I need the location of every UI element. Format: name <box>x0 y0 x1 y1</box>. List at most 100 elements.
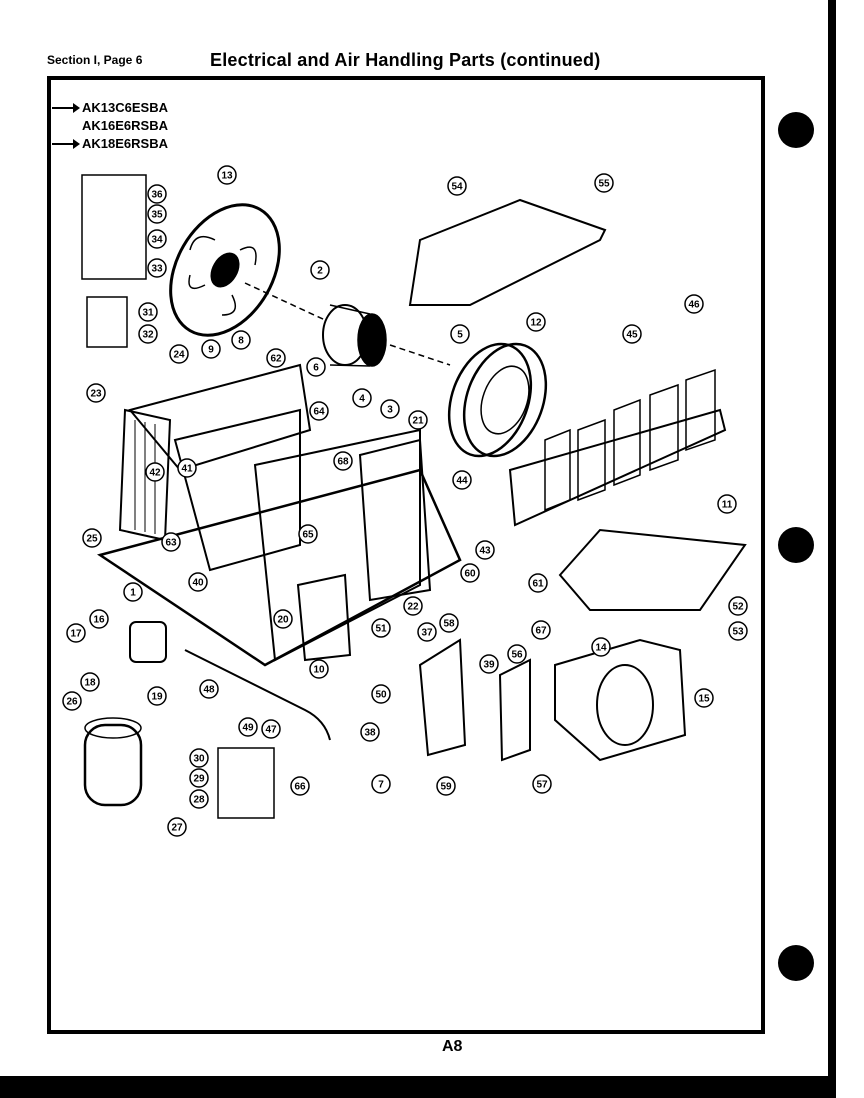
callout-53: 53 <box>728 621 748 641</box>
callout-36: 36 <box>147 184 167 204</box>
callout-circle <box>66 623 86 643</box>
callout-circle <box>417 622 437 642</box>
callout-circle <box>199 679 219 699</box>
callout-circle <box>728 621 748 641</box>
callout-51: 51 <box>371 618 391 638</box>
callout-circle <box>436 776 456 796</box>
callout-68: 68 <box>333 451 353 471</box>
callout-circle <box>201 339 221 359</box>
callout-circle <box>261 719 281 739</box>
callout-number: 32 <box>142 330 154 341</box>
callout-33: 33 <box>147 258 167 278</box>
callout-28: 28 <box>189 789 209 809</box>
callout-49: 49 <box>238 717 258 737</box>
callout-circle <box>298 524 318 544</box>
capacitor <box>129 621 167 663</box>
callout-number: 11 <box>722 500 733 511</box>
fan-motor <box>322 304 387 367</box>
callout-37: 37 <box>417 622 437 642</box>
callout-circle <box>403 596 423 616</box>
model-row: AK18E6RSBA <box>52 136 168 154</box>
callout-number: 25 <box>86 534 98 545</box>
baffle-assembly <box>508 368 727 527</box>
callout-number: 31 <box>142 308 154 319</box>
callout-50: 50 <box>371 684 391 704</box>
callout-number: 21 <box>412 416 424 427</box>
top-panel <box>408 198 607 306</box>
model-row: AK13C6ESBA <box>52 100 168 118</box>
callout-42: 42 <box>145 462 165 482</box>
callout-number: 46 <box>688 300 700 311</box>
callout-number: 51 <box>375 624 387 635</box>
callout-number: 6 <box>313 363 319 374</box>
page-title: Electrical and Air Handling Parts (conti… <box>210 50 601 70</box>
blower-housing <box>554 638 687 762</box>
callout-circle <box>532 774 552 794</box>
callout-25: 25 <box>82 528 102 548</box>
chassis <box>97 363 462 667</box>
callout-number: 8 <box>238 336 244 347</box>
callout-43: 43 <box>475 540 495 560</box>
callout-35: 35 <box>147 204 167 224</box>
callout-number: 42 <box>149 468 161 479</box>
callout-circle <box>380 399 400 419</box>
callout-number: 20 <box>277 615 289 626</box>
callout-24: 24 <box>169 344 189 364</box>
callout-circle <box>360 722 380 742</box>
callout-number: 43 <box>479 546 491 557</box>
callout-22: 22 <box>403 596 423 616</box>
callout-27: 27 <box>167 817 187 837</box>
callout-circle <box>86 383 106 403</box>
callout-60: 60 <box>460 563 480 583</box>
callout-number: 35 <box>151 210 163 221</box>
callout-circle <box>447 176 467 196</box>
callout-circle <box>145 462 165 482</box>
callout-number: 59 <box>440 782 452 793</box>
callout-number: 4 <box>359 394 365 405</box>
callout-number: 48 <box>203 685 215 696</box>
callout-number: 40 <box>192 578 204 589</box>
callout-circle <box>231 330 251 350</box>
callout-number: 67 <box>535 626 547 637</box>
callout-number: 10 <box>313 665 325 676</box>
callout-circle <box>371 618 391 638</box>
callout-62: 62 <box>266 348 286 368</box>
callout-44: 44 <box>452 470 472 490</box>
callout-number: 22 <box>407 602 419 613</box>
callout-circle <box>147 686 167 706</box>
blower-wheel <box>447 342 548 458</box>
callout-65: 65 <box>298 524 318 544</box>
callout-18: 18 <box>80 672 100 692</box>
callout-15: 15 <box>694 688 714 708</box>
callout-number: 55 <box>598 179 610 190</box>
callout-59: 59 <box>436 776 456 796</box>
callout-41: 41 <box>177 458 197 478</box>
callout-number: 36 <box>151 190 163 201</box>
callout-6: 6 <box>306 357 326 377</box>
callout-number: 17 <box>70 629 82 640</box>
callout-circle <box>310 260 330 280</box>
callout-38: 38 <box>360 722 380 742</box>
callout-40: 40 <box>188 572 208 592</box>
callout-number: 54 <box>451 182 463 193</box>
callout-number: 30 <box>193 754 205 765</box>
callout-circle <box>306 357 326 377</box>
control-panel <box>498 658 531 762</box>
callout-circle <box>352 388 372 408</box>
model-label: AK13C6ESBA <box>82 100 168 115</box>
callout-circle <box>177 458 197 478</box>
callout-circle <box>138 324 158 344</box>
model-list: AK13C6ESBA AK16E6RSBA AK18E6RSBA <box>52 100 168 154</box>
callout-66: 66 <box>290 776 310 796</box>
callout-number: 37 <box>421 628 433 639</box>
callout-circle <box>89 609 109 629</box>
callout-13: 13 <box>217 165 237 185</box>
callout-number: 27 <box>171 823 183 834</box>
callout-57: 57 <box>532 774 552 794</box>
callout-circle <box>684 294 704 314</box>
model-label: AK18E6RSBA <box>82 136 168 151</box>
callout-number: 7 <box>378 780 384 791</box>
wire-harness <box>184 649 331 741</box>
callout-circle <box>439 613 459 633</box>
callout-39: 39 <box>479 654 499 674</box>
